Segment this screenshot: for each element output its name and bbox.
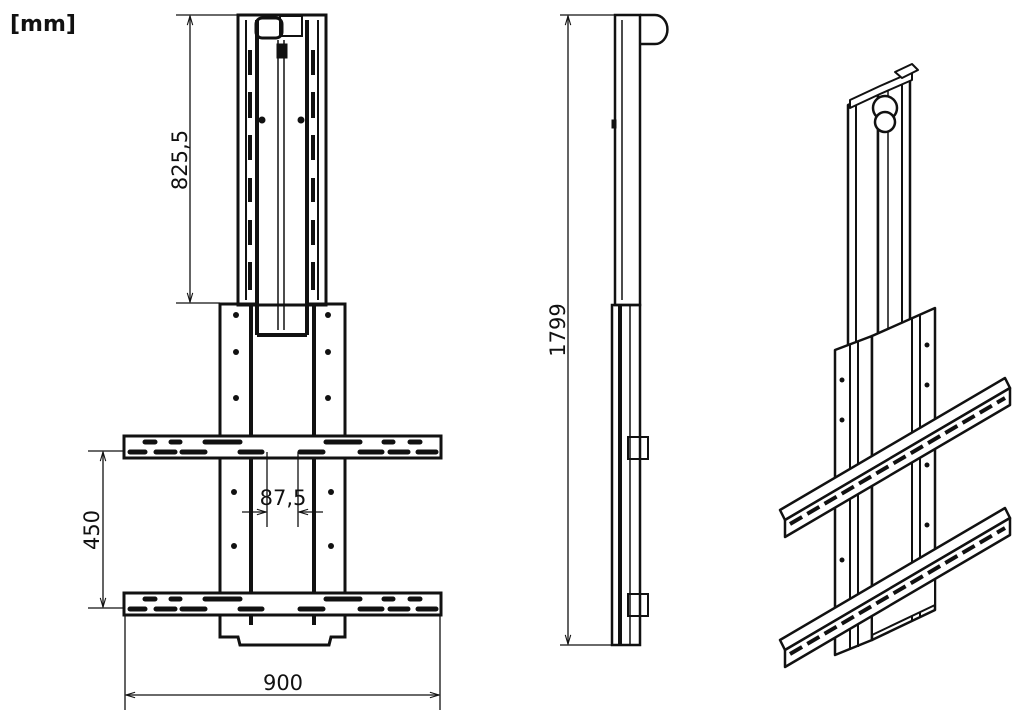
upper-column — [236, 13, 328, 337]
dim-label-825-5: 825,5 — [168, 130, 192, 190]
top-mounting-rail — [122, 434, 443, 460]
dim-label-450: 450 — [80, 510, 104, 550]
side-view — [560, 13, 669, 647]
dimension-450 — [88, 450, 124, 609]
dimension-87-5 — [242, 452, 323, 527]
isometric-view — [778, 63, 1012, 669]
front-view — [88, 13, 443, 710]
iso-bottom-rail — [778, 506, 1012, 669]
lower-sleeve — [218, 302, 347, 647]
dim-label-1799: 1799 — [546, 303, 570, 356]
iso-top-rail — [778, 376, 1012, 539]
dim-label-87-5: 87,5 — [260, 486, 307, 510]
units-label: [mm] — [10, 12, 76, 37]
dimension-1799 — [560, 14, 615, 646]
dim-label-900: 900 — [263, 671, 303, 695]
bottom-mounting-rail — [122, 591, 443, 617]
dimension-900 — [124, 615, 441, 710]
dimension-825 — [176, 14, 238, 304]
